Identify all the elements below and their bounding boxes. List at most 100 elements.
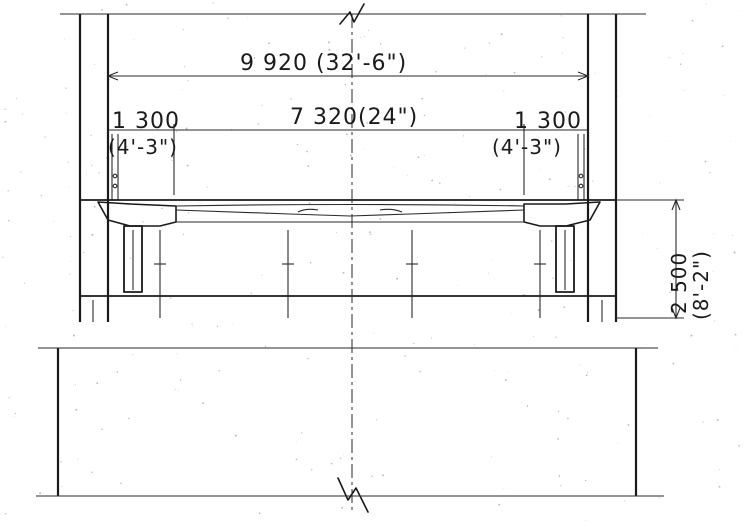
- speckle-dot: [565, 111, 567, 113]
- speckle-dot: [295, 458, 298, 461]
- speckle-dot: [733, 251, 736, 254]
- speckle-dot: [498, 503, 501, 506]
- speckle-dot: [218, 370, 220, 372]
- speckle-dot: [741, 10, 743, 11]
- speckle-dot: [128, 417, 130, 420]
- speckle-dot: [171, 159, 173, 161]
- speckle-dot: [716, 418, 719, 421]
- speckle-dot: [53, 221, 55, 223]
- speckle-dot: [421, 97, 424, 100]
- speckle-dot: [499, 188, 502, 191]
- speckle-dot: [439, 182, 441, 184]
- right-railing: [577, 134, 585, 200]
- speckle-dot: [376, 419, 378, 421]
- speckle-dot: [20, 171, 22, 173]
- speckle-dot: [253, 56, 256, 59]
- speckle-dot: [734, 333, 737, 336]
- speckle-dot: [261, 274, 263, 276]
- speckle-dot: [491, 259, 493, 260]
- speckle-dot: [682, 53, 684, 54]
- speckle-dot: [247, 17, 248, 18]
- speckle-dot: [66, 112, 68, 114]
- speckle-dot: [563, 306, 566, 309]
- speckle-dot: [473, 344, 475, 346]
- speckle-dot: [585, 520, 587, 521]
- girder-marks: [154, 230, 546, 318]
- speckle-dot: [306, 150, 308, 153]
- speckle-dot: [96, 382, 99, 385]
- speckle-dot: [116, 371, 119, 373]
- speckle-dot: [561, 52, 564, 54]
- speckle-dot: [721, 45, 724, 48]
- speckle-dot: [360, 37, 361, 39]
- speckle-dot: [63, 38, 65, 40]
- speckle-dot: [13, 415, 15, 417]
- left-railing: [111, 134, 119, 200]
- speckle-dot: [39, 492, 42, 495]
- speckle-dot: [206, 186, 208, 188]
- speckle-dot: [346, 133, 348, 136]
- speckle-dot: [551, 240, 553, 242]
- speckle-dot: [435, 71, 438, 73]
- speckle-dot: [585, 374, 588, 377]
- speckle-dot: [709, 171, 711, 174]
- speckle-dot: [658, 497, 660, 499]
- speckle-dot: [705, 3, 707, 5]
- speckle-dot: [570, 259, 571, 261]
- left-sidewalk-imperial-label: (4'-3"): [108, 135, 178, 159]
- speckle-dot: [579, 364, 581, 366]
- speckle-dot: [336, 231, 337, 233]
- speckle-dot: [627, 424, 630, 426]
- speckle-dot: [257, 123, 260, 125]
- speckle-dot: [656, 248, 658, 250]
- speckle-dot: [69, 273, 71, 275]
- bottom-break-mark: [337, 477, 369, 513]
- speckle-dot: [182, 233, 185, 236]
- speckle-dot: [417, 256, 419, 258]
- speckle-dot: [98, 172, 100, 174]
- speckle-dot: [510, 313, 512, 314]
- speckle-dot: [617, 442, 619, 444]
- speckle-dot: [182, 29, 184, 31]
- speckle-dot: [70, 235, 72, 238]
- speckle-dot: [714, 320, 716, 322]
- speckle-dot: [555, 336, 557, 338]
- speckle-dot: [234, 434, 237, 437]
- speckle-dot: [457, 284, 458, 286]
- speckle-dot: [4, 108, 6, 111]
- speckle-dot: [730, 140, 732, 142]
- speckle-dot: [311, 469, 313, 471]
- speckle-dot: [191, 323, 193, 325]
- speckle-dot: [330, 462, 333, 465]
- speckle-dot: [396, 277, 399, 280]
- speckle-dot: [507, 371, 508, 373]
- speckle-dot: [718, 485, 721, 488]
- roadway-width-label: 7 320(24"): [290, 105, 418, 130]
- speckle-dot: [521, 402, 522, 404]
- speckle-dot: [44, 136, 46, 138]
- depth-metric-label: 2 500: [667, 252, 691, 314]
- speckle-dot: [735, 346, 737, 348]
- speckle-dot: [132, 354, 134, 356]
- speckle-dot: [485, 73, 487, 75]
- speckle-dot: [77, 458, 79, 460]
- speckle-dot: [469, 195, 471, 198]
- speckle-dot: [339, 457, 342, 460]
- speckle-dot: [22, 113, 24, 115]
- speckle-dot: [624, 500, 626, 502]
- speckle-dot: [341, 506, 344, 509]
- speckle-dot: [649, 115, 651, 117]
- speckle-dot: [370, 233, 372, 235]
- speckle-dot: [417, 156, 420, 159]
- speckle-dot: [75, 384, 76, 386]
- speckle-dot: [407, 175, 409, 176]
- speckle-dot: [659, 182, 661, 184]
- speckle-dot: [683, 90, 685, 92]
- speckle-dot: [524, 513, 526, 515]
- speckle-dot: [94, 63, 95, 65]
- speckle-dot: [548, 178, 551, 181]
- speckle-dot: [672, 362, 675, 365]
- speckle-dot: [93, 205, 96, 208]
- speckle-dot: [690, 334, 693, 337]
- speckle-dot: [91, 233, 94, 236]
